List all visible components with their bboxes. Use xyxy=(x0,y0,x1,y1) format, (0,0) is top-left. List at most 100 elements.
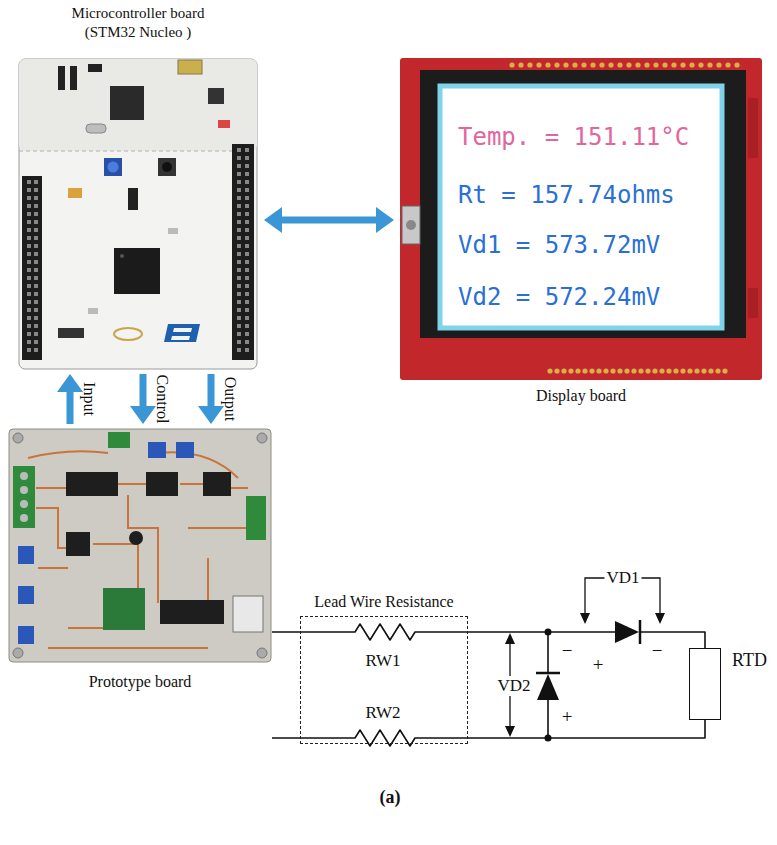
photo-detail xyxy=(58,66,65,90)
top-wire xyxy=(272,624,615,640)
photo-detail xyxy=(245,244,249,248)
photo-detail xyxy=(722,368,727,373)
photo-detail xyxy=(27,340,31,344)
prototype-photo xyxy=(8,428,272,663)
photo-detail xyxy=(527,62,532,67)
photo-detail xyxy=(27,220,31,224)
photo-detail xyxy=(34,284,38,288)
photo-detail xyxy=(509,62,514,67)
photo-detail xyxy=(237,164,241,168)
screen-reading: Temp. = 151.11°C xyxy=(458,123,689,151)
photo-detail xyxy=(603,368,608,373)
photo-detail xyxy=(237,228,241,232)
photo-detail xyxy=(624,368,629,373)
photo-detail xyxy=(599,62,604,67)
photo-detail xyxy=(171,328,192,340)
photo-detail xyxy=(27,228,31,232)
photo-detail xyxy=(536,62,541,67)
arrow-shaft xyxy=(280,217,378,224)
photo-detail xyxy=(246,496,266,540)
photo-detail xyxy=(34,212,38,216)
photo-detail xyxy=(176,442,194,458)
photo-detail xyxy=(518,62,523,67)
photo-detail xyxy=(734,62,739,67)
photo-detail xyxy=(19,59,257,369)
photo-detail xyxy=(146,472,178,496)
photo-detail xyxy=(708,368,713,373)
photo-detail xyxy=(237,284,241,288)
flow-arrow xyxy=(57,374,83,424)
photo-detail xyxy=(257,433,267,443)
photo-detail xyxy=(70,66,77,90)
photo-detail xyxy=(245,164,249,168)
photo-detail xyxy=(114,328,142,340)
photo-detail xyxy=(237,276,241,280)
photo-detail xyxy=(34,236,38,240)
photo-detail xyxy=(34,180,38,184)
photo-detail xyxy=(245,276,249,280)
photo-detail xyxy=(27,324,31,328)
component-label: RW1 xyxy=(366,651,401,671)
photo-detail xyxy=(68,188,82,198)
photo-detail xyxy=(590,62,595,67)
photo-detail xyxy=(27,300,31,304)
photo-detail xyxy=(638,368,643,373)
photo-detail xyxy=(27,284,31,288)
board-label: Prototype board xyxy=(8,672,272,692)
photo-detail xyxy=(27,260,31,264)
photo-detail xyxy=(27,252,31,256)
photo-detail xyxy=(673,368,678,373)
photo-detail xyxy=(400,58,762,380)
photo-detail xyxy=(563,62,568,67)
photo-detail xyxy=(554,368,559,373)
photo-detail xyxy=(626,62,631,67)
photo-detail xyxy=(245,212,249,216)
photo-detail xyxy=(610,368,615,373)
microcontroller-photo xyxy=(18,58,258,370)
polarity-sign: + xyxy=(562,706,573,728)
photo-detail xyxy=(608,62,613,67)
photo-detail xyxy=(129,531,143,545)
photo-detail xyxy=(707,62,712,67)
photo-detail xyxy=(162,162,172,172)
photo-detail xyxy=(110,86,144,120)
polarity-sign: + xyxy=(593,654,604,676)
photo-detail xyxy=(245,340,249,344)
photo-detail xyxy=(406,220,416,230)
photo-detail xyxy=(644,62,649,67)
photo-detail xyxy=(561,368,566,373)
photo-detail xyxy=(168,228,178,234)
photo-detail xyxy=(237,244,241,248)
photo-detail xyxy=(582,368,587,373)
photo-detail xyxy=(9,429,271,662)
photo-detail xyxy=(28,451,238,648)
flow-arrow xyxy=(264,207,394,233)
polarity-sign: − xyxy=(562,640,573,662)
photo-detail xyxy=(20,514,28,522)
photo-detail xyxy=(748,288,758,318)
photo-detail xyxy=(208,88,224,104)
photo-detail xyxy=(103,588,145,630)
photo-detail xyxy=(554,62,559,67)
photo-detail xyxy=(160,600,224,624)
photo-detail xyxy=(237,260,241,264)
photo-detail xyxy=(128,188,138,210)
photo-detail xyxy=(237,196,241,200)
photo-detail xyxy=(402,206,420,244)
photo-detail xyxy=(245,308,249,312)
photo-detail xyxy=(13,466,35,528)
arrow-head xyxy=(505,726,515,737)
photo-detail xyxy=(572,62,577,67)
photo-detail xyxy=(86,124,106,133)
photo-detail xyxy=(245,268,249,272)
photo-detail xyxy=(27,188,31,192)
board-node: Microcontroller board (STM32 Nucleo ) xyxy=(18,4,258,370)
photo-detail xyxy=(88,64,102,72)
photo-detail xyxy=(27,196,31,200)
arrow-head xyxy=(376,207,394,233)
photo-detail xyxy=(34,188,38,192)
photo-detail xyxy=(34,260,38,264)
arrow-head xyxy=(198,406,224,424)
photo-detail xyxy=(237,180,241,184)
screen-reading: Vd1 = 573.72mV xyxy=(458,231,660,259)
